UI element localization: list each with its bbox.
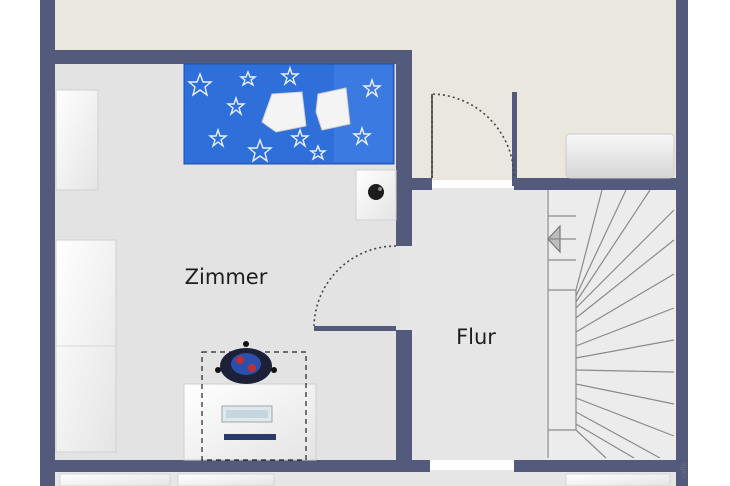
office-chair-icon bbox=[215, 341, 277, 384]
stair-floor bbox=[546, 188, 676, 460]
credit-text: rafik bbox=[680, 461, 688, 478]
bottom-furniture bbox=[565, 473, 671, 486]
door-arc-zimmer bbox=[313, 245, 397, 327]
walls bbox=[40, 0, 688, 486]
chair-area bbox=[201, 351, 307, 461]
room-label-zimmer: Zimmer bbox=[185, 265, 268, 289]
lamp-icon bbox=[368, 184, 384, 200]
radiator-icon bbox=[565, 133, 675, 179]
bottom-furniture bbox=[59, 473, 171, 486]
pillow-icon bbox=[261, 91, 307, 133]
pillow-icon bbox=[315, 87, 351, 131]
wardrobe-icon bbox=[55, 89, 99, 191]
flur-floor bbox=[400, 188, 546, 460]
upper-room-floor bbox=[54, 0, 678, 52]
laptop-icon bbox=[221, 405, 276, 440]
room-label-flur: Flur bbox=[456, 325, 496, 349]
bed-icon bbox=[183, 63, 395, 165]
bottom-furniture bbox=[177, 473, 275, 486]
staircase-icon bbox=[547, 189, 675, 459]
